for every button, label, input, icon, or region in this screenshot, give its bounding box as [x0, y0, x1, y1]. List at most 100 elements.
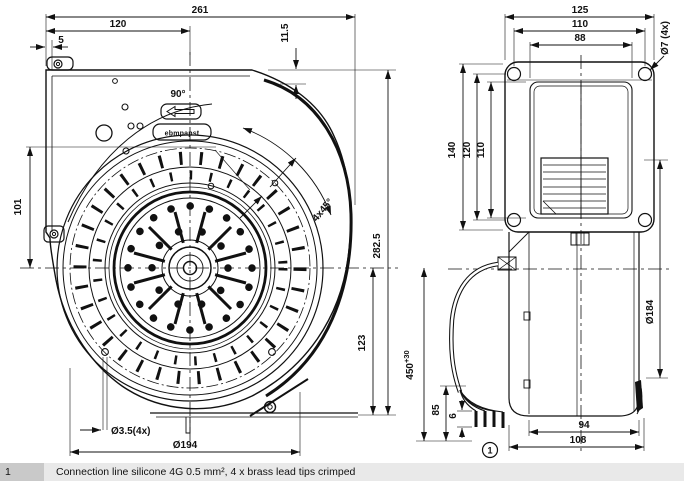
cable-callout: 1 — [481, 441, 499, 459]
scroll-inner-wall — [263, 78, 353, 398]
lead-wires — [459, 389, 504, 413]
dim-edge-offset-label: 5 — [58, 35, 64, 46]
dim-inlet-height-label: 110 — [476, 141, 487, 158]
face-hole — [122, 147, 130, 155]
lug-hole-left — [49, 229, 59, 239]
footnote-text: Connection line silicone 4G 0.5 mm², 4 x… — [56, 466, 356, 478]
dim-fix-holes: Ø3.5(4x) — [80, 357, 150, 437]
dim-pitch-circle-label: Ø194 — [173, 440, 198, 451]
dim-motor-width-label: 94 — [578, 420, 590, 431]
dim-flange-width-label: 125 — [572, 5, 589, 16]
cable-clamp — [497, 256, 517, 271]
dim-impeller-dia-label: Ø184 — [645, 299, 656, 324]
dim-inlet-lip-label: 11.5 — [280, 23, 291, 42]
flange-hole — [506, 66, 522, 82]
dim-lead-length: 450+30 — [402, 268, 472, 442]
dim-impeller-dia: Ø184 — [644, 159, 668, 379]
dim-hole-pitch-y-label: 120 — [462, 141, 473, 158]
terminal-tab — [570, 232, 590, 246]
face-hole — [136, 122, 144, 130]
dim-flange-hole-dia-label: Ø7 (4x) — [660, 21, 671, 55]
body-clip — [523, 311, 531, 321]
dim-pitch-circle: Ø194 — [69, 368, 301, 456]
dim-edge-offset: 5 — [30, 35, 68, 70]
flange-hole — [506, 212, 522, 228]
dim-center-height-label: 101 — [13, 198, 24, 215]
dim-inlet-width-label: 88 — [574, 33, 586, 44]
dim-total-height: 282.5 — [268, 69, 396, 416]
dim-inlet-lip: 11.5 — [280, 23, 306, 99]
dim-tip-strip: 6 — [448, 400, 472, 438]
dim-flange-width: 125 — [504, 5, 655, 60]
flange-hole — [637, 66, 653, 82]
outlet-cut-edge — [635, 380, 643, 412]
dim-inlet-width: 88 — [529, 33, 633, 78]
dim-total-height-label: 282.5 — [372, 233, 383, 258]
face-hole-large — [95, 124, 113, 142]
dim-total-depth-label: 108 — [570, 435, 587, 446]
footnote-ref-number: 1 — [0, 463, 44, 481]
dim-flange-hole-dia: Ø7 (4x) — [649, 21, 671, 71]
rotation-direction-arrow-icon — [160, 103, 202, 120]
dim-hole-pitch-x-label: 110 — [572, 19, 589, 30]
face-hole — [112, 78, 118, 84]
dim-total-depth: 108 — [508, 418, 645, 451]
body-clip — [523, 379, 531, 389]
face-hole — [127, 122, 135, 130]
outlet-strut — [249, 378, 309, 417]
bolt-circle — [69, 147, 311, 389]
mount-lug-left — [43, 225, 65, 243]
dim-total-width: 261 — [45, 5, 356, 205]
outlet-bracket-hole-center — [267, 404, 273, 410]
outlet-tab — [185, 417, 191, 434]
side-view: 1 125 110 88 Ø7 (4x) 14 — [402, 5, 672, 459]
impeller-hole-ring-inner — [148, 226, 232, 310]
dim-motor-width: 94 — [528, 420, 640, 436]
dim-lead-free-label: 85 — [431, 404, 442, 416]
inlet-ring-and-impeller — [56, 134, 324, 402]
dim-hole-pitch-x: 110 — [513, 19, 646, 66]
impeller-rim — [112, 190, 268, 346]
flange-hole — [637, 212, 653, 228]
dim-inlet-height: 110 — [476, 81, 526, 219]
fixing-hole — [101, 348, 109, 356]
brand-logo: ebmpapst — [152, 123, 212, 141]
dim-lead-free: 85 — [431, 385, 466, 441]
mount-lug-top-left — [46, 56, 74, 71]
dim-chamfer-label: 4x45° — [310, 197, 335, 224]
dim-hole-pitch-y: 120 — [462, 73, 506, 221]
dim-flange-height-label: 140 — [447, 141, 458, 158]
brass-lead-tips — [474, 411, 505, 428]
brand-logo-text: ebmpapst — [165, 131, 200, 138]
hub-outer — [168, 246, 212, 290]
hub-shaft — [182, 260, 198, 276]
dim-center-height: 101 — [13, 146, 216, 268]
volute-edge — [508, 231, 530, 253]
scroll-spiral-arc — [67, 103, 213, 223]
dim-lead-length-label: 450+30 — [402, 350, 416, 379]
flange-plate — [504, 61, 655, 233]
footnote-bar: 1 Connection line silicone 4G 0.5 mm², 4… — [0, 463, 684, 481]
inner-blade-ring — [92, 170, 288, 366]
cable-callout-label: 1 — [487, 446, 492, 456]
connection-cable — [449, 256, 517, 428]
inlet-blade-ring — [73, 151, 307, 385]
rotation-angle-label: 90° — [170, 89, 185, 100]
fixing-hole — [268, 348, 276, 356]
motor-block — [540, 157, 609, 215]
lead-length-value: 450 — [405, 363, 416, 380]
impeller-hole-ring-outer — [124, 202, 256, 334]
lug-hole-top-left-center — [55, 61, 61, 67]
lug-hole-top-left — [53, 59, 63, 69]
dim-center-to-outlet-label: 123 — [357, 334, 368, 351]
lead-length-tolerance: +30 — [402, 350, 411, 363]
outlet-bracket-hole — [263, 400, 277, 414]
dim-center-to-outlet: 123 — [357, 268, 376, 415]
dim-center-offset-x: 120 — [46, 19, 191, 55]
dim-tip-strip-label: 6 — [448, 413, 459, 419]
fan-dimension-drawing: 90° ebmpapst 261 120 5 — [13, 5, 672, 459]
dim-fix-holes-label: Ø3.5(4x) — [111, 426, 150, 437]
dim-center-offset-x-label: 120 — [110, 19, 127, 30]
impeller-spokes — [133, 211, 247, 325]
